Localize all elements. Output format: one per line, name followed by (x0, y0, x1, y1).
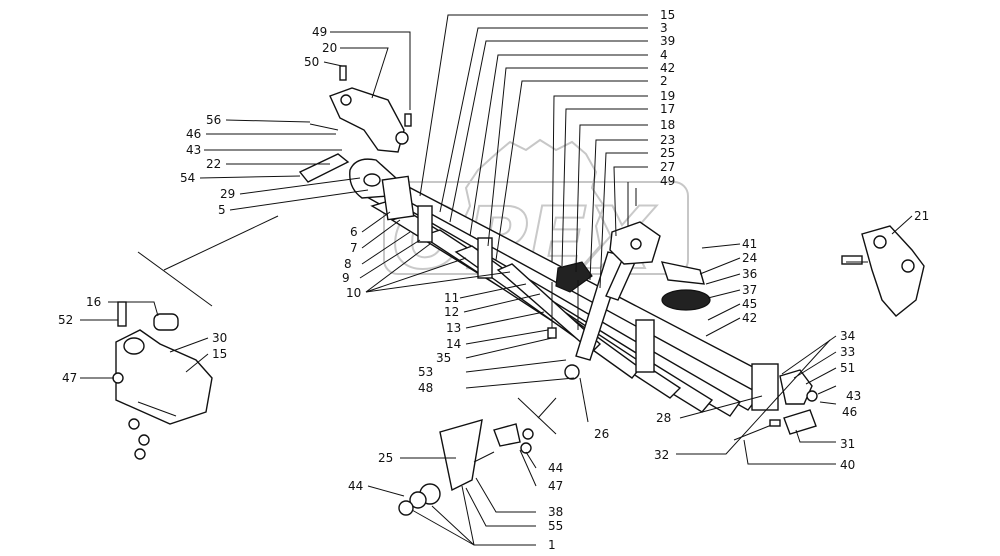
callout-6: 6 (350, 225, 358, 239)
callout-30: 30 (212, 331, 227, 345)
callout-48: 48 (418, 381, 433, 395)
callout-10: 10 (346, 286, 361, 300)
callout-44: 44 (348, 479, 363, 493)
callout-25: 25 (660, 146, 675, 160)
callout-3: 3 (660, 21, 668, 35)
callout-44: 44 (548, 461, 563, 475)
callout-20: 20 (322, 41, 337, 55)
callout-46: 46 (842, 405, 857, 419)
callout-45: 45 (742, 297, 757, 311)
callout-11: 11 (444, 291, 459, 305)
callout-42: 42 (660, 61, 675, 75)
callout-28: 28 (656, 411, 671, 425)
callout-47: 47 (548, 479, 563, 493)
callout-46: 46 (186, 127, 201, 141)
upper-left-bracket (298, 65, 412, 183)
callout-1: 1 (548, 538, 556, 552)
right-bracket-on-axle (609, 221, 711, 311)
shock-absorber-detail (398, 397, 557, 516)
callout-42: 42 (742, 311, 757, 325)
callout-56: 56 (206, 113, 221, 127)
callout-35: 35 (436, 351, 451, 365)
callout-55: 55 (548, 519, 563, 533)
frame-bracket-21 (841, 225, 925, 317)
callout-43: 43 (186, 143, 201, 157)
callout-17: 17 (660, 102, 675, 116)
center-pad-and-bolts (547, 261, 593, 339)
callout-38: 38 (548, 505, 563, 519)
callout-37: 37 (742, 283, 757, 297)
callout-51: 51 (840, 361, 855, 375)
callout-14: 14 (446, 337, 461, 351)
inset-spring-mount (112, 215, 279, 460)
callout-49: 49 (660, 174, 675, 188)
callout-32: 32 (654, 448, 669, 462)
callout-34: 34 (840, 329, 855, 343)
callout-24: 24 (742, 251, 757, 265)
callout-18: 18 (660, 118, 675, 132)
callout-13: 13 (446, 321, 461, 335)
callout-12: 12 (444, 305, 459, 319)
callout-54: 54 (180, 171, 195, 185)
callout-23: 23 (660, 133, 675, 147)
callout-43: 43 (846, 389, 861, 403)
spring-clamps (381, 175, 779, 411)
callout-27: 27 (660, 160, 675, 174)
callout-8: 8 (344, 257, 352, 271)
callout-7: 7 (350, 241, 358, 255)
callout-4: 4 (660, 48, 668, 62)
callout-2: 2 (660, 74, 668, 88)
callout-52: 52 (58, 313, 73, 327)
callout-40: 40 (840, 458, 855, 472)
callout-22: 22 (206, 157, 221, 171)
callout-9: 9 (342, 271, 350, 285)
callout-33: 33 (840, 345, 855, 359)
callout-16: 16 (86, 295, 101, 309)
callout-50: 50 (304, 55, 319, 69)
callout-15: 15 (212, 347, 227, 361)
callout-41: 41 (742, 237, 757, 251)
rear-shackle (733, 369, 818, 441)
callout-47: 47 (62, 371, 77, 385)
callout-36: 36 (742, 267, 757, 281)
callout-25: 25 (378, 451, 393, 465)
callout-26: 26 (594, 427, 609, 441)
callout-labels: 15 3 39 4 42 2 19 17 18 23 25 27 49 49 2… (58, 8, 929, 552)
callout-39: 39 (660, 34, 675, 48)
callout-49: 49 (312, 25, 327, 39)
callout-21: 21 (914, 209, 929, 223)
callout-29: 29 (220, 187, 235, 201)
callout-19: 19 (660, 89, 675, 103)
callout-31: 31 (840, 437, 855, 451)
callout-15: 15 (660, 8, 675, 22)
leader-lines (80, 14, 913, 546)
callout-5: 5 (218, 203, 226, 217)
callout-53: 53 (418, 365, 433, 379)
